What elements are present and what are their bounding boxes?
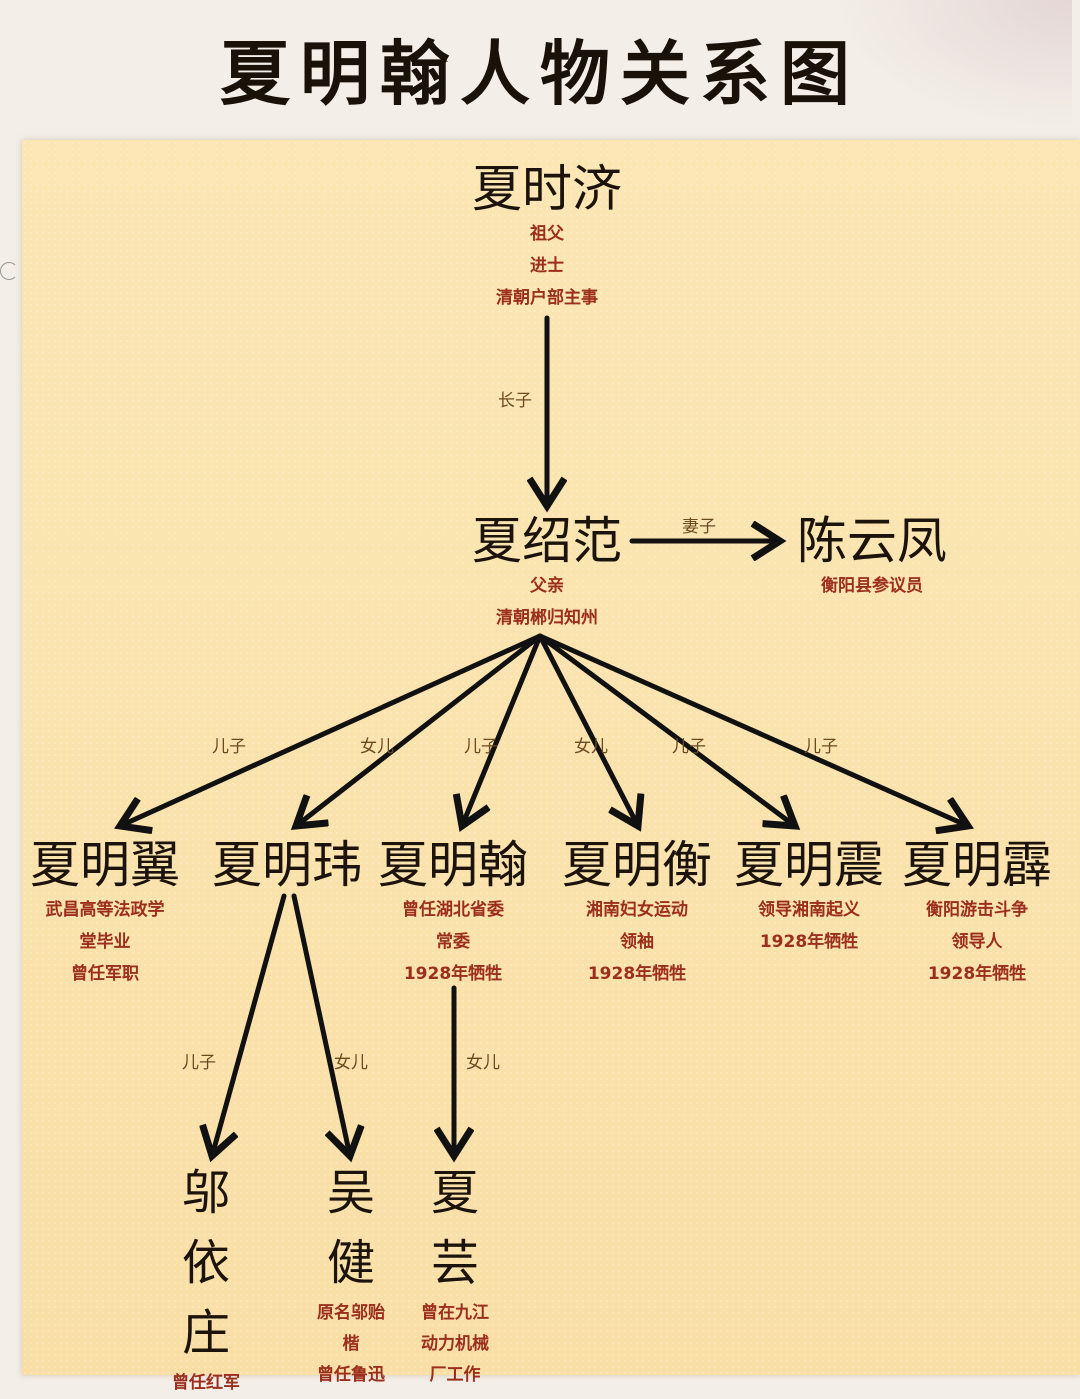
person-name: 夏明玮: [212, 836, 362, 894]
person-note: 常委: [436, 932, 470, 952]
node-child-5: 夏明震 领导湘南起义 1928年牺牲: [724, 836, 894, 958]
person-name-char: 吴: [326, 1165, 375, 1221]
label-daughter-g3: 女儿: [466, 1053, 500, 1073]
node-child-3: 夏明翰 曾任湖北省委 常委 1928年牺牲: [368, 836, 538, 990]
arrow-father-c2: [296, 633, 543, 826]
person-note: 领导湘南起义: [758, 900, 860, 920]
person-name: 夏明翰: [378, 836, 528, 894]
person-note: 领袖: [620, 932, 654, 952]
person-note: 堂毕业: [79, 932, 131, 952]
label-daughter-g2: 女儿: [334, 1053, 368, 1073]
arrow-father-c1: [120, 633, 543, 826]
person-name: 陈云凤: [797, 512, 947, 570]
person-name: 夏明震: [734, 836, 884, 894]
arrow-father-c5: [537, 633, 795, 826]
person-name-char: 芸: [430, 1235, 479, 1291]
person-note: 武昌高等法政学: [45, 900, 165, 920]
person-name: 夏明衡: [562, 836, 712, 894]
person-name-char: 依: [181, 1235, 230, 1291]
edge-mark: [0, 262, 18, 280]
parchment-background: [22, 140, 1080, 1375]
person-note: 衡阳县参议员: [821, 576, 923, 596]
arrow-father-c4: [537, 633, 638, 826]
arrow-father-c3: [462, 633, 543, 826]
node-child-6: 夏明霹 衡阳游击斗争 领导人 1928年牺牲: [892, 836, 1062, 990]
page-title: 夏明翰人物关系图: [220, 32, 860, 115]
person-name-char: 庄: [181, 1305, 230, 1361]
label-son-g1: 儿子: [182, 1053, 216, 1073]
person-note: 曾任鲁迅: [317, 1365, 385, 1385]
person-note: 原名邬贻: [317, 1303, 385, 1323]
node-child-1: 夏明翼 武昌高等法政学 堂毕业 曾任军职: [20, 836, 190, 990]
node-mother: 陈云凤 衡阳县参议员: [772, 512, 972, 602]
person-note: 清朝户部主事: [496, 288, 598, 308]
person-note: 1928年牺牲: [927, 964, 1027, 984]
arrow-father-c6: [537, 633, 968, 826]
node-father: 夏绍范 父亲 清朝郴归知州: [447, 512, 647, 634]
node-grandfather: 夏时济 祖父 进士 清朝户部主事: [447, 160, 647, 314]
label-son-c5: 儿子: [672, 737, 706, 757]
label-wife: 妻子: [682, 517, 716, 537]
person-note: 1928年牺牲: [403, 964, 503, 984]
person-note: 父亲: [530, 576, 564, 596]
person-note: 湘南妇女运动: [586, 900, 688, 920]
arrow-c2-g1: [212, 893, 287, 1156]
person-note: 祖父: [530, 224, 564, 244]
person-note: 进士: [530, 256, 564, 276]
label-son-c1: 儿子: [212, 737, 246, 757]
person-name-char: 健: [326, 1235, 375, 1291]
person-name-char: 邬: [181, 1165, 230, 1221]
person-note: 衡阳游击斗争: [926, 900, 1028, 920]
node-child-2: 夏明玮: [202, 836, 372, 894]
person-note: 动力机械: [421, 1334, 489, 1354]
person-name: 夏绍范: [472, 512, 622, 570]
person-note: 曾任军职: [71, 964, 139, 984]
person-note: 领导人: [951, 932, 1003, 952]
person-note: 曾在九江: [421, 1303, 489, 1323]
person-note: 楷: [342, 1334, 360, 1354]
node-grandchild-1: 邬 依 庄 曾任红军: [156, 1158, 256, 1399]
person-note: 清朝郴归知州: [496, 608, 598, 628]
node-child-4: 夏明衡 湘南妇女运动 领袖 1928年牺牲: [552, 836, 722, 990]
person-note: 1928年牺牲: [587, 964, 687, 984]
person-note: 厂工作: [429, 1365, 481, 1385]
person-name-char: 夏: [430, 1165, 479, 1221]
label-eldest-son: 长子: [498, 391, 532, 411]
node-grandchild-3: 夏 芸 曾在九江 动力机械 厂工作: [404, 1158, 506, 1391]
person-name: 夏明霹: [902, 836, 1052, 894]
person-note: 曾任红军: [172, 1373, 240, 1393]
person-note: 1928年牺牲: [759, 932, 859, 952]
label-daughter-c4: 女儿: [574, 737, 608, 757]
label-son-c3: 儿子: [464, 737, 498, 757]
person-note: 曾任湖北省委: [402, 900, 504, 920]
label-daughter-c2: 女儿: [360, 737, 394, 757]
label-son-c6: 儿子: [804, 737, 838, 757]
arrow-c2-g2: [291, 893, 350, 1156]
person-name: 夏明翼: [30, 836, 180, 894]
person-name: 夏时济: [472, 160, 622, 218]
node-grandchild-2: 吴 健 原名邬贻 楷 曾任鲁迅: [296, 1158, 406, 1391]
corner-decoration: [832, 0, 1072, 130]
